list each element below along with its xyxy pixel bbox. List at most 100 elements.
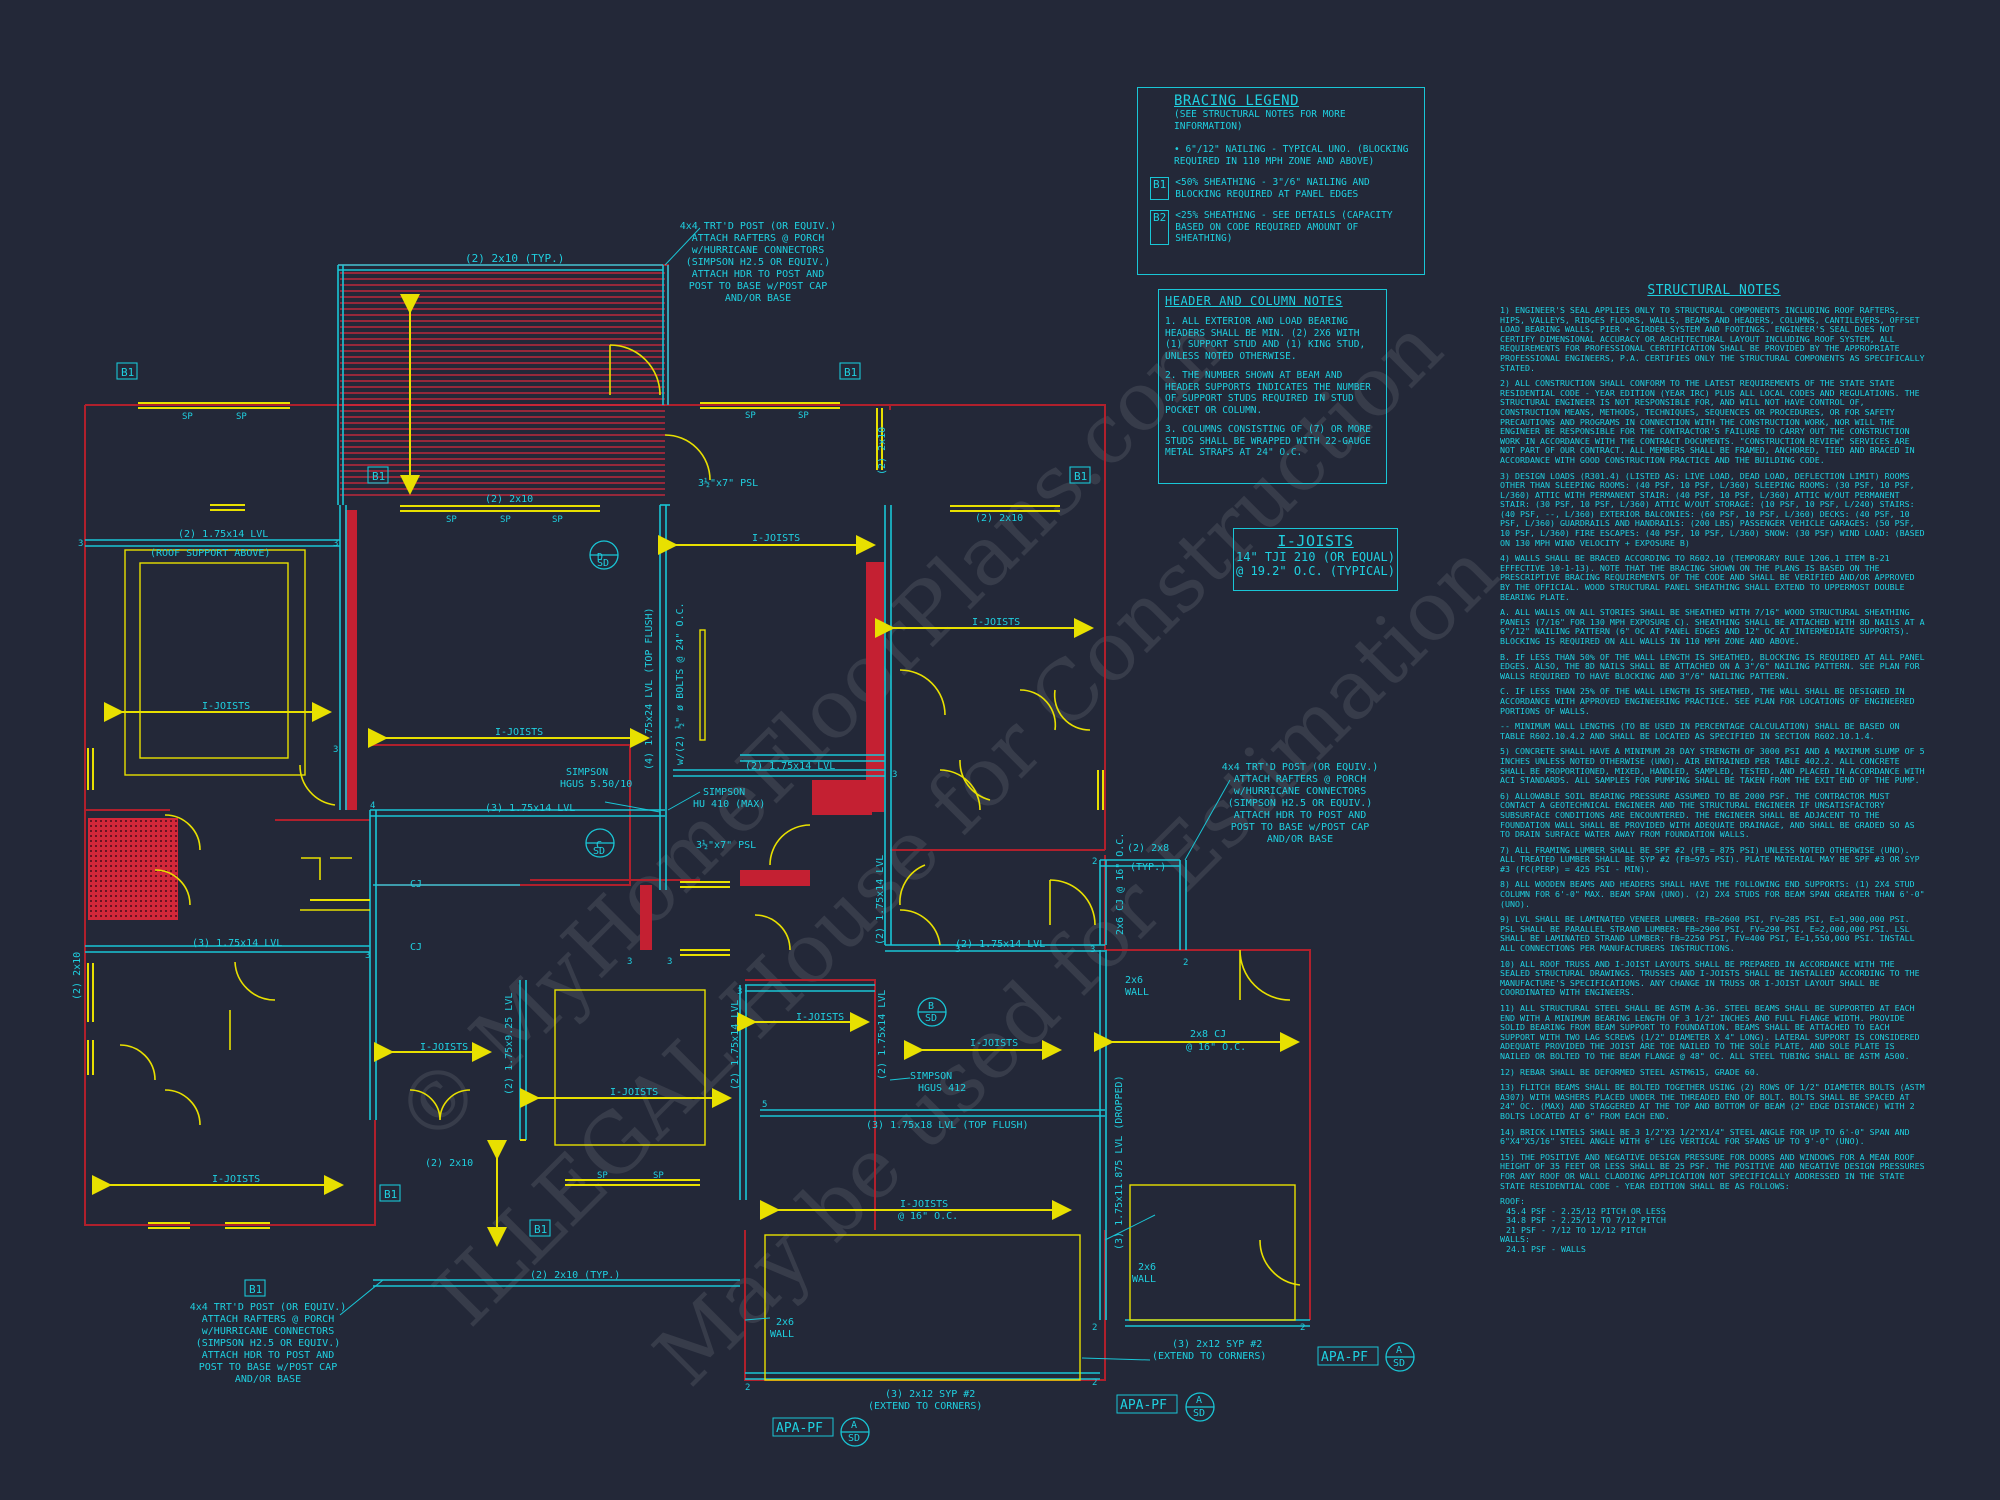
post-note-top-4: (SIMPSON H2.5 OR EQUIV.) (686, 257, 831, 268)
b1-tag-2: B1 (844, 366, 857, 379)
post-note-top-1: 4x4 TRT'D POST (OR EQUIV.) (680, 221, 837, 232)
structural-notes-title: STRUCTURAL NOTES (1647, 283, 1781, 298)
b1-tag-7: B1 (249, 1283, 262, 1296)
ijoists-box-line-2: @ 19.2" O.C. (TYPICAL) (1236, 564, 1395, 578)
structural-note-16: 12) REBAR SHALL BE DEFORMED STEEL ASTM61… (1500, 1066, 1760, 1077)
ijoists-label-9: I-JOISTS (212, 1174, 260, 1185)
structural-notes: STRUCTURAL NOTES 1) ENGINEER'S SEAL APPL… (1500, 283, 1928, 1255)
lvl-2-175x14: (2) 1.75x14 LVL (745, 761, 835, 772)
callout-c: C (596, 840, 602, 851)
b1-tag-4: B1 (1074, 470, 1087, 483)
post-note-right-6: POST TO BASE w/POST CAP (1231, 822, 1369, 833)
header-notes-title: HEADER AND COLUMN NOTES (1165, 294, 1343, 308)
hatch-wall-2 (866, 562, 884, 812)
wall-2x6-2a: 2x6 (1138, 1262, 1156, 1273)
sp-6: SP (500, 515, 511, 525)
lvl-vertical-label: (4) 1.75x24 LVL (TOP FLUSH) (644, 607, 655, 770)
callout-sd-5: SD (1193, 1408, 1205, 1419)
lvl-3-175x14-b: (3) 1.75x14 LVL (192, 938, 282, 949)
header-note-3: 3. COLUMNS CONSISTING OF (7) OR MORE STU… (1165, 424, 1371, 458)
num-4: 4 (370, 801, 375, 811)
extend-bottom: (EXTEND TO CORNERS) (868, 1401, 982, 1412)
num-18: 2 (1092, 1378, 1097, 1388)
structural-note-10: 6) ALLOWABLE SOIL BEARING PRESSURE ASSUM… (1500, 790, 1915, 840)
num-3: 3 (333, 745, 338, 755)
bracing-legend-item-3: <25% SHEATHING - SEE DETAILS (CAPACITY B… (1175, 210, 1393, 244)
structural-note-2: 2) ALL CONSTRUCTION SHALL CONFORM TO THE… (1500, 378, 1920, 465)
sp-2: SP (236, 412, 247, 422)
num-1: 3 (78, 539, 83, 549)
header-2x8: (2) 2x8 (1127, 843, 1169, 854)
roof-label: ROOF: (1500, 1196, 1525, 1207)
wall-2x6-1a: 2x6 (1125, 975, 1143, 986)
bracing-legend: BRACING LEGEND (SEE STRUCTURAL NOTES FOR… (1137, 87, 1425, 275)
lvl-2-175x14-b: (2) 1.75x14 LVL (955, 939, 1045, 950)
structural-note-11: 7) ALL FRAMING LUMBER SHALL BE SPF #2 (F… (1500, 844, 1920, 874)
num-12: 3 (1090, 945, 1095, 955)
lvl-18-top-flush: (3) 1.75x18 LVL (TOP FLUSH) (866, 1120, 1029, 1131)
ijoists-label-5: I-JOISTS (420, 1042, 468, 1053)
lvl-3-175x14: (3) 1.75x14 LVL (485, 803, 575, 814)
structural-note-19: 15) THE POSITIVE AND NEGATIVE DESIGN PRE… (1500, 1151, 1925, 1191)
structural-note-3: 3) DESIGN LOADS (R301.4) (LISTED AS: LIV… (1500, 470, 1925, 548)
typ-label: (TYP.) (1130, 862, 1166, 873)
roof-line-2: 34.8 PSF - 2.25/12 TO 7/12 PITCH (1506, 1215, 1666, 1226)
ijoists-box-line-1: 14" TJI 210 (OR EQUAL) (1236, 550, 1395, 564)
apa-pf-2: APA-PF (1120, 1398, 1167, 1413)
bolts-vertical-label: w/(2) ½" ø BOLTS @ 24" O.C. (674, 602, 686, 765)
simpson-hgus-1: SIMPSON (566, 767, 608, 778)
num-7: 3 (627, 957, 632, 967)
sp-5: SP (446, 515, 457, 525)
header-2x10-vertical: (2) 2x10 (877, 427, 888, 475)
hatched-porch (340, 270, 665, 500)
post-note-bottom-6: POST TO BASE w/POST CAP (199, 1362, 337, 1373)
structural-note-5: a. ALL WALLS ON ALL STORIES SHALL BE SHE… (1500, 607, 1925, 646)
post-note-right-7: AND/OR BASE (1267, 834, 1333, 845)
structural-note-6: b. IF LESS THAN 50% OF THE WALL LENGTH I… (1500, 651, 1925, 681)
structural-note-13: 9) LVL SHALL BE LAMINATED VENEER LUMBER:… (1500, 914, 1915, 954)
sp-9: SP (653, 1171, 664, 1181)
num-10: 5 (762, 1100, 767, 1110)
roof-support-label: (ROOF SUPPORT ABOVE) (150, 548, 270, 559)
beams (85, 264, 1310, 1380)
sp-8: SP (597, 1171, 608, 1181)
bracing-legend-item-1: • 6"/12" NAILING - TYPICAL UNO. (BLOCKIN… (1174, 144, 1409, 167)
b1-tag-5: B1 (384, 1188, 397, 1201)
header-2x10-b: (2) 2x10 (975, 513, 1023, 524)
sp-3: SP (745, 411, 756, 421)
bracing-tag-b2: B2 (1150, 210, 1170, 245)
post-note-top-2: ATTACH RAFTERS @ PORCH (692, 233, 824, 244)
post-note-top-5: ATTACH HDR TO POST AND (692, 269, 824, 280)
roof-line-3: 21 PSF - 7/12 TO 12/12 PITCH (1506, 1224, 1646, 1235)
structural-note-1: 1) ENGINEER'S SEAL APPLIES ONLY TO STRUC… (1500, 305, 1925, 373)
callout-sd-6: SD (1393, 1358, 1405, 1369)
post-note-top-7: AND/OR BASE (725, 293, 791, 304)
syp-bottom: (3) 2x12 SYP #2 (885, 1389, 975, 1400)
post-note-top-6: POST TO BASE w/POST CAP (689, 281, 827, 292)
header-note-2: 2. THE NUMBER SHOWN AT BEAM AND HEADER S… (1165, 370, 1371, 416)
wall-2x6-3b: WALL (770, 1329, 794, 1340)
callout-sd-3: SD (925, 1013, 937, 1024)
b1-tag-3: B1 (372, 470, 385, 483)
num-2: 3 (333, 539, 338, 549)
lvl-175x14-left: (2) 1.75x14 LVL (178, 529, 268, 540)
ijoists-box-title: I-JOISTS (1277, 532, 1354, 550)
cj-label-2: CJ (410, 942, 422, 953)
syp-right: (3) 2x12 SYP #2 (1172, 1339, 1262, 1350)
extend-right: (EXTEND TO CORNERS) (1152, 1351, 1266, 1362)
structural-note-4: 4) WALLS SHALL BE BRACED ACCORDING TO R6… (1500, 553, 1915, 602)
hatch-wall-3 (740, 870, 810, 886)
sp-7: SP (552, 515, 563, 525)
ijoists-label-10: I-JOISTS (900, 1199, 948, 1210)
b1-tag-6: B1 (534, 1223, 547, 1236)
lvl-dropped-label: (3) 1.75x11.875 LVL (DROPPED) (1114, 1075, 1125, 1250)
header-2x10-vertical-left: (2) 2x10 (72, 952, 83, 1000)
num-15: 2 (1092, 1323, 1097, 1333)
callout-sd-1: SD (597, 558, 609, 569)
structural-note-9: 5) CONCRETE SHALL HAVE A MINIMUM 28 DAY … (1500, 746, 1925, 786)
num-13: 2 (1092, 857, 1097, 867)
callout-sd-4: SD (848, 1433, 860, 1444)
apa-pf-3: APA-PF (1321, 1350, 1368, 1365)
hatch-wall-1 (345, 510, 357, 810)
